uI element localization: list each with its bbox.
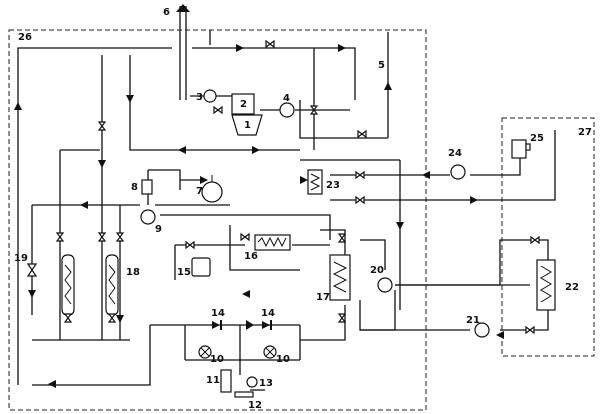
heat-exchanger-9	[140, 209, 156, 225]
filter-8	[141, 179, 153, 195]
label-21: 21	[466, 315, 480, 326]
label-7: 7	[196, 186, 203, 197]
label-3: 3	[196, 92, 203, 103]
label-14-right: 14	[261, 308, 275, 319]
label-8: 8	[131, 182, 138, 193]
pump-21	[474, 322, 490, 338]
pump-24	[450, 164, 466, 180]
line-valves	[55, 39, 540, 335]
label-19: 19	[14, 253, 28, 264]
label-15: 15	[177, 267, 191, 278]
coil-22	[536, 259, 556, 311]
heat-exchanger-17	[329, 254, 351, 301]
label-24: 24	[448, 148, 462, 159]
tank-11	[220, 369, 232, 393]
label-16: 16	[244, 251, 258, 262]
vessel-15	[191, 257, 211, 277]
pump-4	[279, 102, 295, 118]
flow-arrows	[14, 4, 504, 388]
label-27: 27	[578, 127, 592, 138]
boundary-box-26	[8, 29, 427, 411]
check-valve-14-left	[212, 320, 222, 330]
valve-10-right	[263, 345, 277, 359]
label-22: 22	[565, 282, 579, 293]
label-10-left: 10	[210, 354, 224, 365]
label-25: 25	[530, 133, 544, 144]
tank-25	[511, 139, 531, 159]
label-23: 23	[326, 180, 340, 191]
compressor	[231, 93, 263, 136]
valve-19	[26, 263, 38, 277]
piping-network	[17, 6, 556, 391]
check-valve-14-right	[262, 320, 272, 330]
component-12	[234, 391, 254, 398]
valve-10-left	[198, 345, 212, 359]
label-6: 6	[163, 7, 170, 18]
label-13: 13	[259, 378, 273, 389]
label-18: 18	[126, 267, 140, 278]
heater-16	[254, 234, 291, 251]
label-2: 2	[240, 99, 247, 110]
label-5: 5	[378, 60, 385, 71]
separator-7	[201, 175, 223, 203]
label-10-right: 10	[276, 354, 290, 365]
valve-3	[203, 89, 217, 103]
gauge-13	[246, 376, 258, 388]
component-labels: 1 2 3 4 5 6 7 8 9 10 10 11 12 13 14 14 1…	[14, 7, 592, 411]
label-14-left: 14	[211, 308, 225, 319]
label-1: 1	[244, 120, 251, 131]
heat-exchanger-20	[377, 277, 393, 293]
label-11: 11	[206, 375, 220, 386]
boundary-box-27	[501, 117, 595, 357]
label-9: 9	[155, 224, 162, 235]
label-26: 26	[18, 32, 32, 43]
label-12: 12	[248, 400, 262, 411]
evaporator-18	[61, 254, 119, 316]
label-20: 20	[370, 265, 384, 276]
label-17: 17	[316, 292, 330, 303]
label-4: 4	[283, 93, 290, 104]
coil-23	[307, 169, 323, 195]
